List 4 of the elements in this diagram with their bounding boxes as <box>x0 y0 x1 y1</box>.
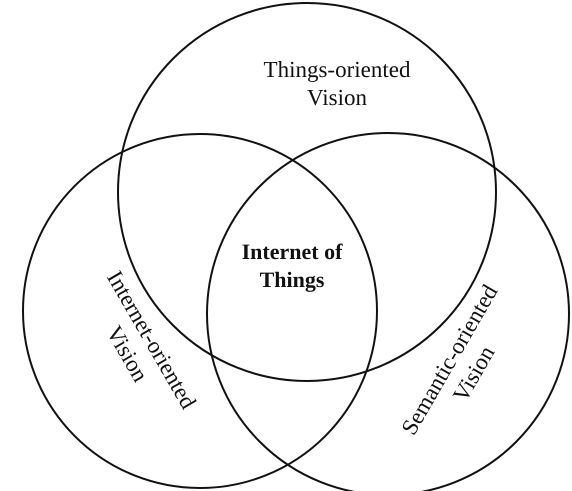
overlap-label: Internet of Things <box>240 238 344 294</box>
venn-circle <box>206 132 570 491</box>
circle-label: Things-oriented Vision <box>262 56 412 112</box>
venn-circle <box>22 133 378 489</box>
